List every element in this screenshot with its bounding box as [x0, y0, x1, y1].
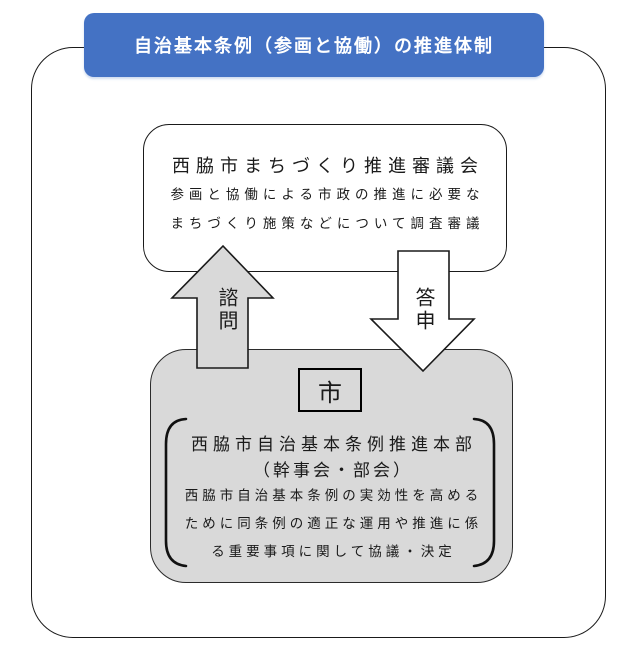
- up-arrow-icon: [170, 244, 275, 369]
- headquarters-block: 西脇市自治基本条例推進本部 （幹事会・部会） 西脇市自治基本条例の実効性を高める…: [150, 431, 513, 566]
- council-heading: 西脇市まちづくり推進審議会: [172, 156, 484, 177]
- diagram-title: 自治基本条例（参画と協働）の推進体制: [134, 36, 494, 57]
- city-label-box: 市: [298, 368, 362, 412]
- council-description-line2: まちづくり施策などについて調査審議: [170, 216, 485, 232]
- city-label: 市: [318, 378, 342, 407]
- council-box: 西脇市まちづくり推進審議会 参画と協働による市政の推進に必要な まちづくり施策な…: [143, 124, 507, 272]
- right-bracket-shape: [472, 417, 496, 568]
- council-description-line1: 参画と協働による市政の推進に必要な: [170, 187, 485, 203]
- down-arrow-icon: [369, 250, 476, 373]
- left-bracket-shape: [164, 417, 188, 568]
- headquarters-desc-line3: る重要事項に関して協議・決定: [211, 544, 456, 560]
- title-banner: 自治基本条例（参画と協働）の推進体制: [84, 13, 544, 77]
- headquarters-heading: 西脇市自治基本条例推進本部: [191, 435, 477, 455]
- down-arrow-label: 答申: [412, 287, 436, 333]
- headquarters-desc-line1: 西脇市自治基本条例の実効性を高める: [184, 488, 483, 504]
- up-arrow-label: 諮問: [215, 287, 239, 333]
- city-box: [150, 349, 513, 583]
- headquarters-subheading: （幹事会・部会）: [253, 461, 413, 481]
- headquarters-desc-line2: ために同条例の適正な運用や推進に係: [184, 516, 483, 532]
